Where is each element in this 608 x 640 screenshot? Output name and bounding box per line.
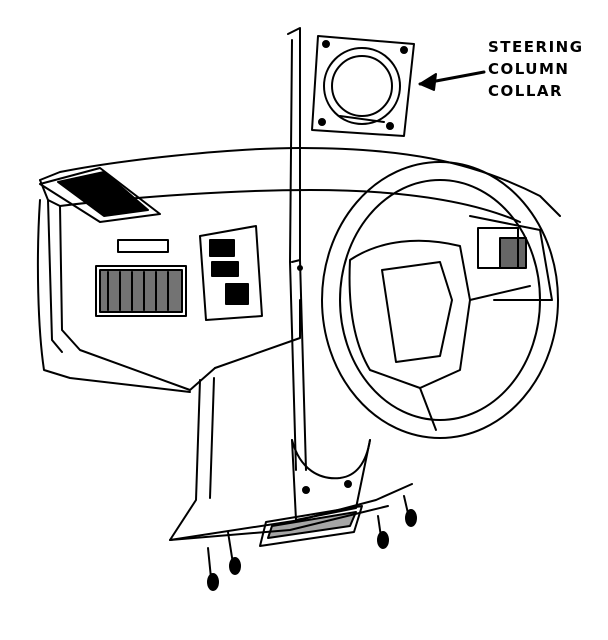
steering-column-collar: [311, 35, 415, 137]
switch-bank: [199, 225, 263, 321]
steering-column-collar-label: STEERING COLUMN COLLAR: [488, 36, 584, 102]
left-air-vent: [95, 239, 187, 317]
callout-line: COLUMN: [488, 60, 570, 78]
defroster-vent: [39, 167, 161, 223]
callout-line: STEERING: [488, 38, 584, 56]
callout-line: COLLAR: [488, 82, 564, 100]
callout-arrow: [418, 70, 486, 91]
support-bracket: [287, 27, 307, 471]
screw-fasteners: [207, 495, 417, 591]
lower-trim-strip: [259, 505, 363, 547]
knee-bolster-panel: [169, 377, 413, 541]
right-gauges: [469, 215, 553, 301]
lower-bracket: [291, 439, 371, 521]
